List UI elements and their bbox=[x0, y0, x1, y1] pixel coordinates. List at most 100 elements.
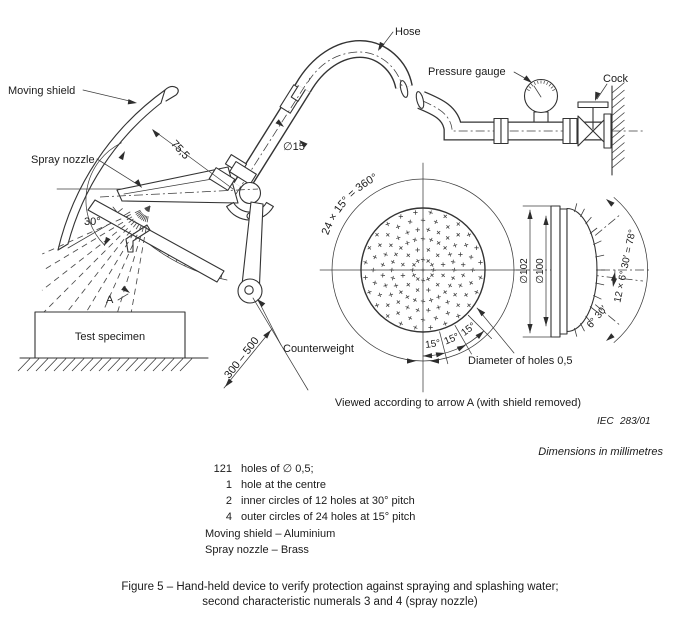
spray-hole bbox=[380, 262, 385, 267]
spray-hole bbox=[411, 273, 417, 278]
spray-angle-label: 30° bbox=[84, 216, 101, 228]
spray-hole bbox=[415, 277, 420, 281]
legend-desc: outer circles of 24 holes at 15° pitch bbox=[241, 511, 415, 523]
nozzle-centerline bbox=[99, 188, 259, 198]
arrowhead bbox=[435, 352, 445, 358]
hole-mark bbox=[405, 294, 409, 300]
spray-hole bbox=[398, 245, 403, 250]
spray-hole bbox=[363, 275, 368, 280]
hole-mark bbox=[381, 262, 385, 267]
hole-mark bbox=[443, 322, 448, 325]
handle-arm bbox=[237, 201, 264, 304]
hole-mark bbox=[456, 232, 460, 237]
spray-fan bbox=[41, 205, 151, 316]
spray-hole bbox=[430, 273, 434, 278]
hole-mark bbox=[412, 298, 417, 302]
moving-shield-label: Moving shield bbox=[8, 85, 75, 97]
nozzle-leader bbox=[96, 158, 141, 187]
arrowhead bbox=[595, 91, 601, 101]
hole-mark bbox=[415, 308, 420, 312]
hole-mark bbox=[479, 275, 482, 280]
spray-ray bbox=[64, 205, 151, 315]
face-dome bbox=[566, 207, 598, 333]
hole-mark bbox=[453, 243, 457, 248]
spray-hole bbox=[405, 230, 410, 235]
hole-mark bbox=[405, 231, 410, 234]
hole-mark bbox=[412, 239, 418, 241]
spray-hole bbox=[441, 273, 446, 278]
wall-hatching bbox=[611, 82, 625, 169]
hole-mark bbox=[364, 260, 367, 265]
hole-mark bbox=[412, 273, 416, 278]
tube-dia-label: ∅15 bbox=[283, 141, 305, 153]
hatch-stroke bbox=[98, 358, 112, 372]
spray-hole bbox=[393, 252, 399, 257]
hole-mark bbox=[415, 288, 420, 292]
hole-mark bbox=[401, 262, 405, 267]
spray-hole bbox=[410, 267, 415, 273]
notes: IEC 283/01 Dimensions in millimetres 121… bbox=[121, 416, 663, 608]
gauge-tick bbox=[537, 80, 539, 84]
spray-hole bbox=[388, 292, 394, 297]
arrowhead bbox=[118, 151, 125, 161]
hole-mark bbox=[396, 236, 401, 239]
spray-hole bbox=[398, 214, 404, 219]
arrowhead bbox=[225, 378, 233, 387]
graduation-tick bbox=[574, 203, 578, 213]
hatch-stroke bbox=[107, 358, 121, 372]
counterweight-leader bbox=[257, 299, 282, 346]
hatch-stroke bbox=[611, 142, 625, 154]
spray-hole bbox=[436, 305, 441, 310]
hole-mark bbox=[385, 222, 390, 226]
spray-hole bbox=[413, 210, 418, 215]
hole-mark bbox=[433, 317, 439, 319]
hole-mark bbox=[432, 267, 435, 273]
hole-mark bbox=[448, 283, 452, 288]
body-ring bbox=[559, 208, 568, 335]
spray-hole bbox=[390, 275, 396, 281]
hatch-stroke bbox=[116, 358, 130, 372]
spray-hole bbox=[396, 235, 401, 241]
hatch-stroke bbox=[53, 358, 67, 372]
hatch-stroke bbox=[170, 358, 184, 372]
hole-mark bbox=[464, 293, 469, 297]
hole-mark bbox=[416, 277, 420, 281]
spray-hole bbox=[440, 262, 446, 267]
hatch-stroke bbox=[62, 358, 76, 372]
hatch-stroke bbox=[134, 358, 148, 372]
shield-bottom-cap bbox=[57, 243, 69, 251]
hole-mark bbox=[405, 242, 410, 244]
spray-hole bbox=[420, 257, 426, 262]
spray-hole bbox=[412, 237, 418, 243]
front-view: 24 × 15° = 360° 15° 15° 15° Diameter of … bbox=[319, 162, 581, 409]
pipe-flange bbox=[493, 117, 502, 145]
gauge-stub bbox=[533, 111, 549, 123]
spray-hole bbox=[426, 227, 431, 232]
arrowhead bbox=[606, 333, 615, 341]
hatch-stroke bbox=[611, 149, 625, 161]
hole-mark bbox=[456, 315, 461, 317]
spray-hole bbox=[445, 299, 450, 305]
gauge-tick bbox=[528, 86, 532, 89]
spray-hole bbox=[393, 283, 399, 288]
hole-mark bbox=[420, 279, 426, 282]
spray-hole bbox=[428, 325, 433, 330]
dimension-circle bbox=[331, 178, 515, 362]
spray-hole bbox=[412, 262, 416, 267]
spray-hole bbox=[456, 303, 461, 308]
ground-hatching bbox=[17, 358, 193, 372]
hole-mark bbox=[406, 253, 411, 258]
hole-mark bbox=[467, 232, 471, 237]
spray-hole bbox=[398, 290, 403, 295]
hole-mark bbox=[389, 243, 393, 248]
spray-hole bbox=[408, 316, 413, 321]
arrowhead bbox=[152, 129, 160, 138]
hole-mark bbox=[373, 254, 377, 260]
hole-mark bbox=[398, 322, 403, 325]
graduation-tick bbox=[580, 208, 585, 217]
arrowhead bbox=[612, 277, 618, 287]
spray-hole bbox=[433, 315, 439, 321]
hole-mark bbox=[426, 228, 431, 232]
hatch-stroke bbox=[17, 358, 31, 372]
legend-desc: inner circles of 12 holes at 30° pitch bbox=[241, 495, 415, 507]
